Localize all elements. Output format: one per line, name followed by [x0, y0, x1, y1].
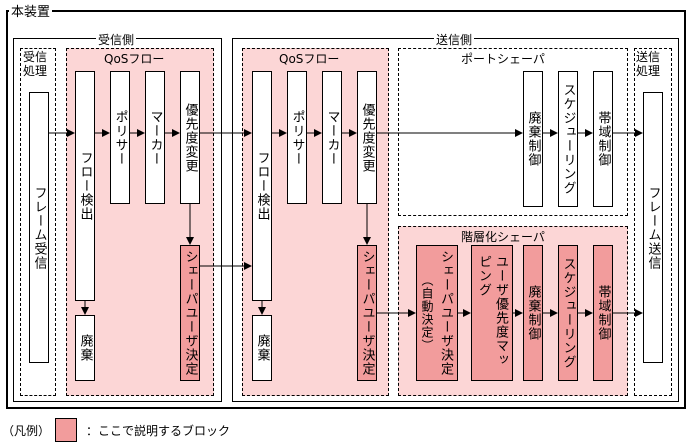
frame-send-box: フレーム送信: [643, 92, 663, 363]
send-policer-box: ポリサー: [287, 71, 307, 204]
send-process-label: 送信 処理: [636, 50, 661, 78]
legend-text: ：ここで説明するブロック: [86, 424, 231, 438]
send-side-title: 送信側: [434, 31, 475, 48]
receive-flow-detect-box: フロー検出: [75, 71, 95, 301]
receive-qos-flow-title: QoSフロー: [104, 52, 165, 66]
hier-auto-decide-label: （自動決定）: [420, 274, 434, 352]
hier-scheduling-box: スケジューリング: [558, 245, 578, 381]
send-marker-box: マーカー: [322, 71, 342, 204]
port-shaper-title: ポートシェーパ: [461, 50, 545, 67]
port-scheduling-box: スケジューリング: [558, 71, 578, 207]
send-shaper-user-decide-box: シェーパユーザ決定: [357, 245, 377, 381]
port-bandwidth-control-box: 帯域制御: [593, 71, 613, 207]
port-discard-control-box: 廃棄制御: [523, 71, 543, 207]
device-frame: [6, 10, 686, 409]
hier-discard-control-box: 廃棄制御: [523, 245, 543, 381]
user-priority-mapping-box: ユーザ優先度マッピング: [471, 245, 513, 381]
hier-shaper-title: 階層化シェーパ: [461, 230, 545, 244]
receive-marker-box: マーカー: [145, 71, 165, 204]
send-qos-flow-title: QoSフロー: [279, 52, 340, 66]
receive-process-area: [20, 48, 56, 396]
receive-process-label: 受信 処理: [23, 50, 48, 78]
send-flow-detect-box: フロー検出: [252, 71, 272, 301]
receive-discard-box: 廃棄: [75, 315, 95, 381]
frame-receive-box: フレーム受信: [29, 92, 49, 363]
receive-side-title: 受信側: [96, 31, 137, 48]
device-label: 本装置: [9, 5, 53, 20]
send-discard-box: 廃棄: [252, 315, 272, 381]
hier-shaper-user-decide-label: シェーパユーザ決定: [438, 250, 453, 376]
hier-bandwidth-control-box: 帯域制御: [593, 245, 613, 381]
legend-swatch: [55, 418, 77, 442]
send-priority-change-box: 優先度変更: [357, 71, 377, 204]
receive-policer-box: ポリサー: [110, 71, 130, 204]
receive-shaper-user-decide-box: シェーパユーザ決定: [180, 245, 200, 381]
receive-priority-change-box: 優先度変更: [180, 71, 200, 204]
port-shaper-area: [398, 48, 628, 216]
send-process-area: [634, 48, 672, 396]
hier-shaper-user-decide-box: シェーパユーザ決定 （自動決定）: [416, 245, 458, 381]
legend-prefix: （凡例）: [2, 424, 51, 438]
user-priority-mapping-label: ユーザ優先度マッピング: [476, 255, 508, 367]
